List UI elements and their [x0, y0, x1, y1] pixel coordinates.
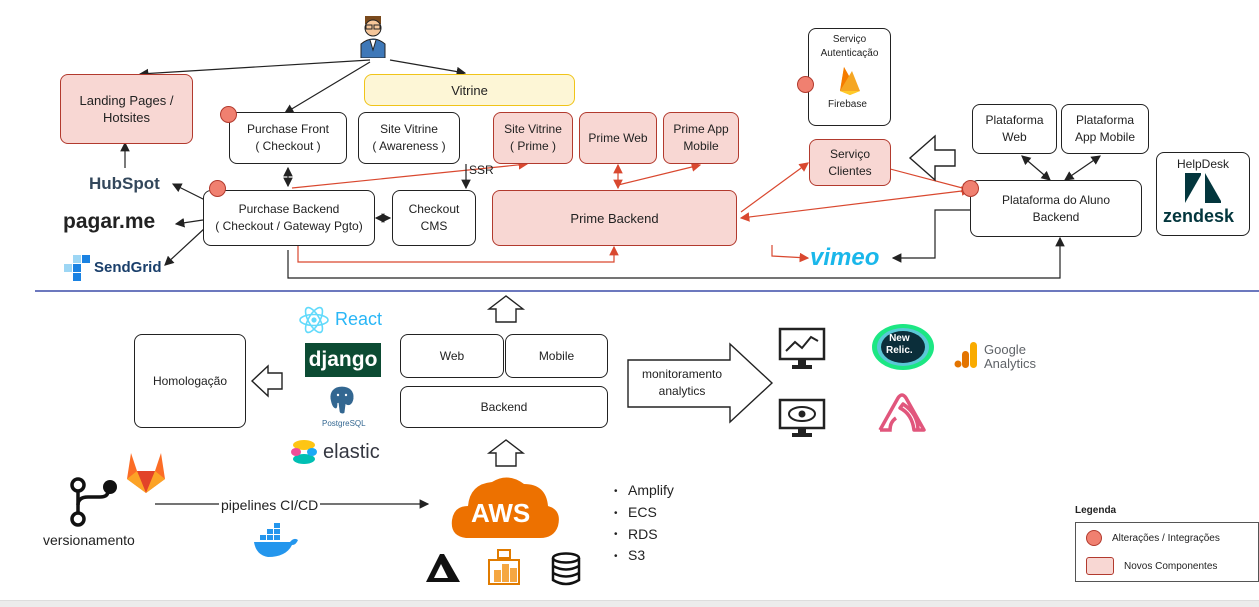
- legend-row-new: Novos Componentes: [1086, 557, 1217, 575]
- homologacao-box: Homologação: [134, 334, 246, 428]
- firebase-label: Firebase: [828, 99, 867, 110]
- hubspot-logo: HubSpot: [89, 174, 160, 193]
- firebase-icon: [836, 64, 864, 96]
- integration-marker: [209, 180, 226, 197]
- checkout-cms-box: Checkout CMS: [392, 190, 476, 246]
- plataforma-aluno-backend-box: Plataforma do Aluno Backend: [970, 180, 1142, 237]
- pipelines-label: pipelines CI/CD: [219, 497, 321, 513]
- legend-dot-icon: [1086, 530, 1102, 546]
- site-vitrine-awareness-box: Site Vitrine ( Awareness ): [358, 112, 460, 164]
- user-icon: [357, 14, 389, 58]
- purchase-backend-box: Purchase Backend ( Checkout / Gateway Pg…: [203, 190, 375, 246]
- elastic-logo: elastic: [323, 441, 380, 463]
- docker-icon: [252, 523, 300, 559]
- aws-service-item: ECS: [614, 502, 674, 524]
- monitor-eye-icon: [778, 398, 826, 440]
- prime-web-box: Prime Web: [579, 112, 657, 164]
- elastic-icon: [289, 437, 319, 467]
- django-logo-box: django: [305, 343, 381, 377]
- aws-services-list: Amplify ECS RDS S3: [614, 480, 674, 567]
- postgresql-label: PostgreSQL: [322, 419, 366, 428]
- sendgrid-logo: SendGrid: [94, 259, 162, 276]
- plataforma-web-box: Plataforma Web: [972, 104, 1057, 154]
- ssr-label: SSR: [469, 163, 494, 177]
- aws-logo: AWS: [471, 498, 531, 528]
- legend-box: Alterações / Integrações Novos Component…: [1075, 522, 1259, 582]
- aws-service-item: RDS: [614, 524, 674, 546]
- vitrine-box: Vitrine: [364, 74, 575, 106]
- django-logo: django: [308, 348, 378, 371]
- react-icon: [298, 304, 330, 336]
- ecs-icon: [486, 548, 522, 586]
- sentry-icon: [876, 390, 928, 436]
- postgresql-icon: [324, 382, 360, 418]
- aws-cloud-icon: [448, 470, 562, 542]
- aws-service-item: S3: [614, 545, 674, 567]
- newrelic-logo: New Relic.: [886, 333, 913, 356]
- git-branch-icon: [68, 477, 122, 527]
- prime-app-mobile-box: Prime App Mobile: [663, 112, 739, 164]
- gitlab-icon: [122, 450, 170, 496]
- google-logo: Google: [984, 342, 1026, 357]
- servico-autenticacao-label: Serviço Autenticação: [820, 34, 879, 59]
- legend-changes-label: Alterações / Integrações: [1112, 532, 1220, 544]
- analytics-logo: Analytics: [984, 356, 1037, 371]
- prime-backend-box: Prime Backend: [492, 190, 737, 246]
- legend-row-changes: Alterações / Integrações: [1086, 530, 1220, 546]
- mobile-box: Mobile: [505, 334, 608, 378]
- site-vitrine-prime-box: Site Vitrine ( Prime ): [493, 112, 573, 164]
- helpdesk-box: HelpDesk: [1156, 152, 1250, 236]
- versionamento-label: versionamento: [43, 532, 135, 548]
- zendesk-icon: [1176, 170, 1230, 206]
- integration-marker: [797, 76, 814, 93]
- backend-box: Backend: [400, 386, 608, 428]
- legend-new-label: Novos Componentes: [1124, 560, 1218, 572]
- react-logo: React: [335, 309, 383, 329]
- plataforma-app-mobile-box: Plataforma App Mobile: [1061, 104, 1149, 154]
- legend-swatch-icon: [1086, 557, 1114, 575]
- monitor-chart-icon: [778, 327, 826, 373]
- newrelic-icon: [870, 322, 936, 372]
- sendgrid-icon: [63, 255, 91, 281]
- web-box: Web: [400, 334, 504, 378]
- purchase-front-box: Purchase Front ( Checkout ): [229, 112, 347, 164]
- amplify-icon: [424, 550, 464, 584]
- database-icon: [549, 552, 583, 586]
- zendesk-logo: zendesk: [1163, 206, 1235, 226]
- landing-pages-box: Landing Pages / Hotsites: [60, 74, 193, 144]
- pagarme-logo: pagar.me: [63, 210, 156, 233]
- monitoramento-label: monitoramento analytics: [642, 367, 723, 398]
- helpdesk-label: HelpDesk: [1176, 157, 1230, 171]
- integration-marker: [220, 106, 237, 123]
- vimeo-logo: vimeo: [810, 244, 880, 271]
- google-analytics-icon: [953, 340, 979, 370]
- legend-title: Legenda: [1075, 505, 1117, 516]
- canvas-bottom-strip: [0, 600, 1259, 607]
- integration-marker: [962, 180, 979, 197]
- servico-clientes-box: Serviço Clientes: [809, 139, 891, 186]
- aws-service-item: Amplify: [614, 480, 674, 502]
